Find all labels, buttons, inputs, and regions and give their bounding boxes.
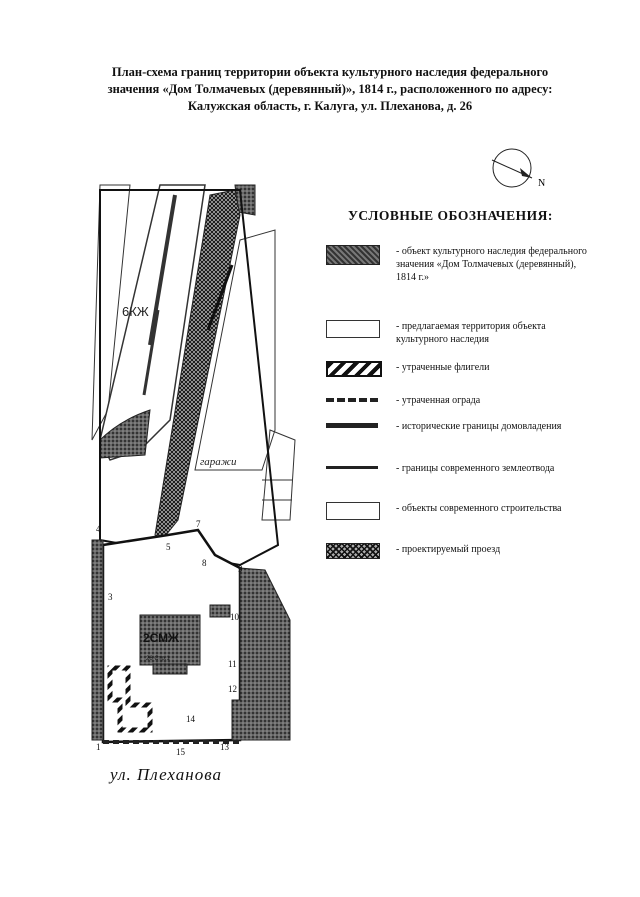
legend-item-text: - объект культурного наследия федерально… [396,246,587,283]
passage-swatch-icon [326,543,380,559]
building-strip [148,194,177,346]
page-title: План-схема границ территории объекта кул… [40,64,620,115]
modern-allotment-boundary [99,189,280,567]
modern-object-left-strip [91,539,104,741]
heritage-building-annex [152,663,188,675]
point-label: 8 [202,558,207,568]
title-line-3: Калужская область, г. Калуга, ул. Плехан… [187,99,473,113]
lost-wing-swatch-icon [326,361,382,377]
north-label: N [538,178,545,189]
allotment-swatch-icon [326,466,378,469]
point-label: 5 [166,542,171,552]
legend-item-text: - предлагаемая территория объекта культу… [396,321,546,345]
modern-object-right [231,567,291,741]
title-line-2: значения «Дом Толмачевых (деревянный)», … [107,82,553,96]
point-label: 13 [220,742,230,752]
point-label: 4 [96,524,101,534]
lost-fence [206,264,234,331]
point-label: 9 [238,564,243,574]
legend-item-text: - исторические границы домовладения [396,421,562,432]
point-label: 7 [196,519,201,529]
lost-fence-swatch-icon [326,398,378,402]
point-label: 3 [108,592,113,602]
title-line-1: План-схема границ территории объекта кул… [111,65,549,79]
legend-item-text: - объекты современного строительства [396,503,562,514]
garage-block [261,429,296,521]
point-label: 12 [228,684,237,694]
legend-item-text: - утраченные флигели [396,362,490,373]
garages-label: гаражи [200,456,237,468]
heritage-building-small [209,604,231,618]
building-strip [142,309,160,396]
point-label: 10 [230,612,240,622]
legend-item-text: - проектируемый проезд [396,544,501,555]
modern-object-left [99,409,151,459]
legend-heading: УСЛОВНЫЕ ОБОЗНАЧЕНИЯ: [348,208,553,223]
point-label: 15 [176,747,186,757]
modern-construction-swatch-icon [326,502,380,520]
heritage-swatch-icon [326,245,380,265]
point-label: 14 [186,714,196,724]
street-label: ул. Плеханова [110,765,222,784]
north-arrow-icon: N [491,148,545,189]
zone-label: 6КЖ [122,304,149,319]
legend-item-text: - границы современного землеотвода [396,463,555,474]
point-label: 1 [96,742,101,752]
building-sub-label: 26 Стр.1 [146,656,170,662]
legend-item-text: - утраченная ограда [396,395,481,406]
territory-swatch-icon [326,320,380,338]
point-label: 11 [228,659,237,669]
point-labels: 1 4 3 5 7 8 9 10 11 12 13 14 15 [96,519,243,757]
lost-wing [107,665,153,733]
heritage-building [139,614,201,666]
historic-boundary-swatch-icon [326,423,378,428]
building-label: 2СМЖ [143,631,179,645]
